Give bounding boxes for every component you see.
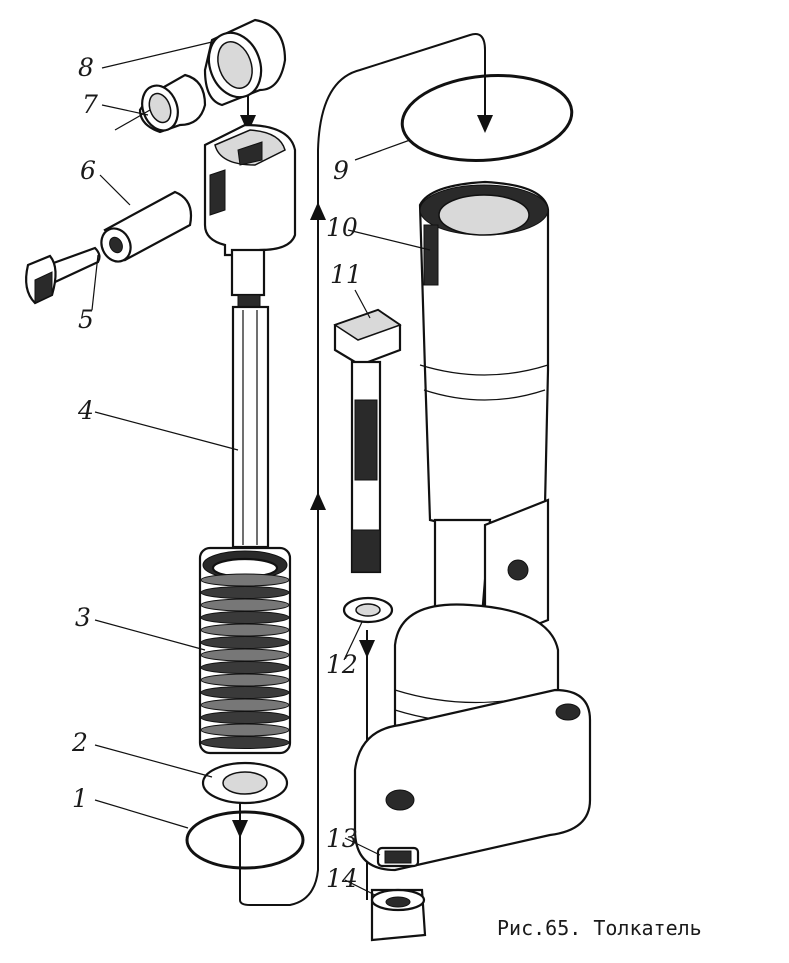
part-6-sleeve (100, 190, 193, 263)
part-5-pin (25, 246, 101, 305)
leader-lines (91, 41, 431, 896)
assembly-path-line (239, 33, 493, 906)
part-10-housing (353, 180, 592, 872)
label-2: 2 (72, 728, 88, 757)
label-8: 8 (78, 53, 94, 82)
spring-coil (200, 648, 290, 662)
label-12: 12 (326, 650, 358, 679)
spring-coil (200, 698, 290, 712)
part-3-spring (198, 546, 292, 755)
label-3: 3 (75, 603, 91, 632)
figure-caption: Рис.65. Толкатель (497, 916, 702, 940)
spring-coil (200, 661, 290, 674)
spring-coil (200, 586, 290, 599)
spring-coil (200, 598, 290, 612)
part-1-ring (185, 810, 305, 870)
label-1: 1 (72, 784, 88, 813)
spring-coil (200, 623, 290, 637)
spring-coil (200, 723, 290, 737)
part-11-bolt (333, 308, 402, 574)
part-4-rod (203, 123, 297, 549)
label-9: 9 (333, 156, 349, 185)
part-12-washer (342, 596, 394, 624)
label-5: 5 (78, 305, 94, 334)
spring-coil (200, 686, 290, 699)
label-6: 6 (80, 156, 96, 185)
part-14-locknut (370, 888, 427, 942)
label-13: 13 (326, 824, 358, 853)
spring-coil (200, 636, 290, 649)
label-7: 7 (82, 90, 98, 119)
part-2-washer (201, 761, 289, 805)
part-7-ring (138, 73, 207, 134)
spring-coil (200, 673, 290, 687)
part-9-o-ring (400, 74, 574, 162)
spring-coil (200, 573, 290, 587)
label-14: 14 (326, 864, 358, 893)
label-10: 10 (326, 213, 358, 242)
spring-coil (200, 611, 290, 624)
label-11: 11 (330, 260, 362, 289)
part-8-cup (203, 18, 287, 107)
part-13-nut (376, 846, 420, 868)
spring-coil (200, 711, 290, 724)
spring-coil (200, 736, 290, 749)
label-4: 4 (78, 396, 94, 425)
